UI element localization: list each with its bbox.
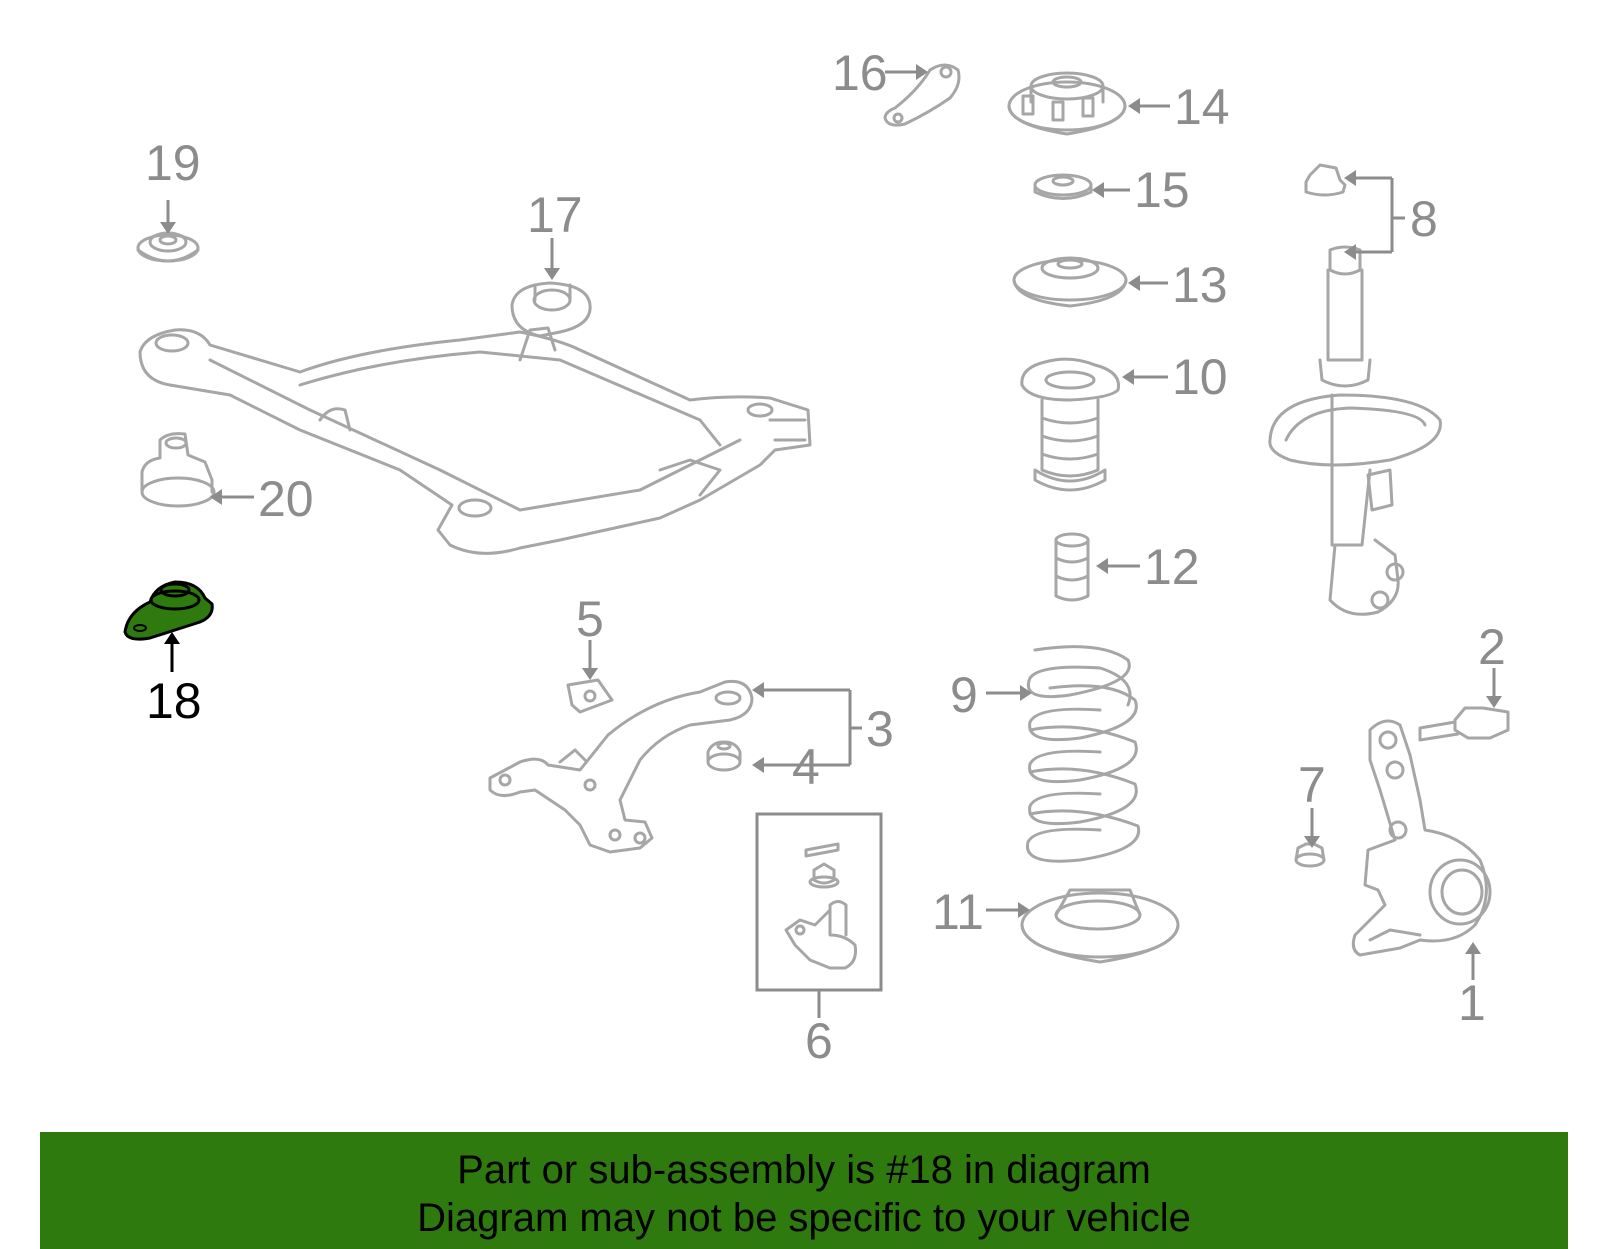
callout-2: 2 — [1478, 619, 1506, 675]
part-1-knuckle[interactable] — [1351, 719, 1492, 957]
part-4-bushing[interactable] — [706, 740, 742, 772]
callout-15: 15 — [1134, 162, 1190, 218]
parts-diagram: 19 17 20 18 16 14 15 13 10 12 8 9 11 2 7… — [123, 45, 1510, 1069]
callout-19: 19 — [145, 135, 201, 191]
callout-13: 13 — [1172, 257, 1228, 313]
callout-18[interactable]: 18 — [146, 673, 202, 729]
banner-line-1: Part or sub-assembly is #18 in diagram — [457, 1148, 1151, 1192]
part-17-mount[interactable] — [510, 281, 592, 338]
part-18-mount-highlighted[interactable] — [123, 580, 214, 641]
callout-3: 3 — [866, 701, 894, 757]
part-19-bushing[interactable] — [136, 231, 200, 263]
part-10-bump-stop[interactable] — [1020, 357, 1121, 492]
part-5-bracket[interactable] — [566, 678, 614, 714]
info-banner: Part or sub-assembly is #18 in diagram D… — [40, 1132, 1568, 1249]
callout-11: 11 — [932, 884, 984, 940]
callout-1: 1 — [1458, 975, 1486, 1031]
callout-7: 7 — [1298, 757, 1326, 813]
part-6-ball-joint-kit[interactable] — [755, 812, 883, 992]
part-12-bump-stop[interactable] — [1054, 532, 1090, 602]
crossmember-frame[interactable] — [138, 326, 812, 555]
part-7-nut[interactable] — [1294, 842, 1326, 868]
part-13-spring-seat[interactable] — [1012, 256, 1128, 308]
banner-line-2: Diagram may not be specific to your vehi… — [417, 1196, 1191, 1240]
part-16-bracket[interactable] — [883, 63, 961, 127]
callout-9: 9 — [950, 667, 978, 723]
part-2-bolt[interactable] — [1418, 706, 1510, 742]
part-8-strut[interactable] — [1268, 163, 1442, 616]
callout-labels: 19 17 20 18 16 14 15 13 10 12 8 9 11 2 7… — [145, 45, 1506, 1069]
callout-5: 5 — [576, 591, 604, 647]
part-11-spring-insulator[interactable] — [1020, 888, 1180, 964]
callout-16: 16 — [832, 45, 888, 101]
part-20-bushing[interactable] — [140, 432, 216, 508]
callout-8: 8 — [1410, 191, 1438, 247]
callout-17: 17 — [527, 187, 583, 243]
part-9-coil-spring[interactable] — [1025, 645, 1141, 863]
callout-4: 4 — [792, 739, 820, 795]
callout-14: 14 — [1174, 79, 1230, 135]
part-15-washer[interactable] — [1033, 173, 1093, 200]
part-14-strut-mount[interactable] — [1007, 71, 1127, 136]
callout-6: 6 — [805, 1013, 833, 1069]
callout-20: 20 — [258, 471, 314, 527]
part-3-control-arm[interactable] — [488, 679, 754, 854]
leader-lines — [160, 64, 1502, 1018]
callout-10: 10 — [1172, 349, 1228, 405]
callout-12: 12 — [1144, 539, 1200, 595]
